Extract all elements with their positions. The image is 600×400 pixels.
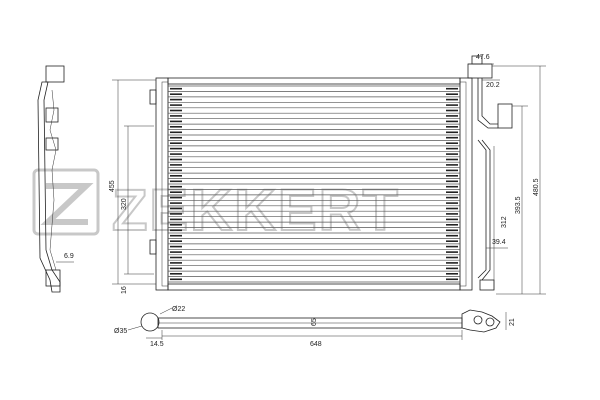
watermark-z-mark [40,183,94,225]
receiver-dryer-bottom-fitting [479,279,495,291]
bottom-view-left-boss [140,312,160,332]
dim-320-label: 320 [121,198,128,210]
dim-20-2-label: 20.2 [486,82,500,89]
dim-16-label: 16 [121,286,128,294]
right-header-inner [459,81,467,287]
dim-312-label: 312 [501,216,508,228]
receiver-dryer-pipe [477,139,491,281]
dim-d35-label: Ø35 [114,328,127,335]
dim-393-5-label: 393.5 [515,196,522,214]
dim-d22-leader [159,307,173,315]
dim-d35-leader [127,325,143,331]
condenser-front-view [149,55,513,291]
dim-14-5-label: 14.5 [150,341,164,348]
dim-39-4-label: 39.4 [492,239,506,246]
dim-21-label: 21 [509,318,516,326]
side-view-fitting-1 [45,107,59,123]
outlet-block [497,103,513,129]
side-view-bracket-top [45,65,65,83]
left-bracket-bottom [149,239,157,255]
dim-455-label: 455 [109,180,116,192]
bottom-rail [167,283,461,291]
main-dimensions: 455 320 16 47.6 20.2 480.5 393.5 312 39.… [109,54,546,295]
bottom-view-right-fitting [461,309,501,333]
bottom-view-right-boss-2 [485,317,495,327]
zekkert-watermark: ZEKKERT [32,168,399,244]
dim-6-9-label: 6.9 [64,253,74,260]
top-rail [167,77,461,85]
dim-65-label: 65 [311,318,318,326]
side-view-pipe [49,89,57,271]
watermark-logo-frame [32,168,100,236]
inlet-fitting [467,63,493,79]
dim-648-label: 648 [310,341,322,348]
bottom-view-right-boss-1 [473,315,483,325]
side-view-bracket-bottom [45,269,61,287]
dim-47-6-label: 47.6 [476,54,490,61]
dim-480-5-label: 480.5 [533,178,540,196]
refrigerant-pipe [477,78,498,129]
left-bracket-top [149,89,157,105]
dim-d22-label: Ø22 [172,306,185,313]
bottom-view: Ø22 Ø35 14.5 648 65 21 [114,306,516,348]
side-view-left: 6.9 [37,65,74,293]
core-tubes [168,85,460,283]
side-view-body [37,81,61,293]
side-view-fitting-2 [45,137,59,151]
